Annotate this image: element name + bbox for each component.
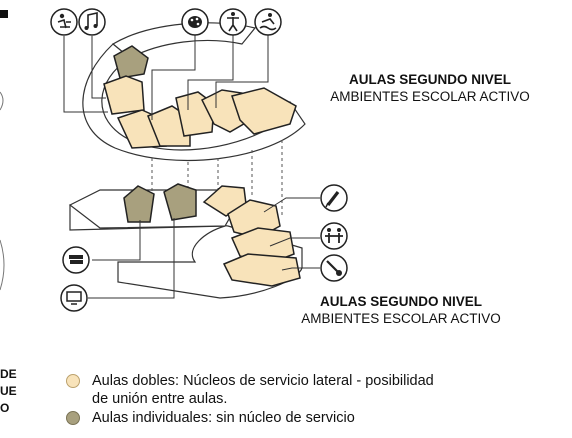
label-bottom-subtitle: AMBIENTES ESCOLAR ACTIVO [301, 311, 501, 326]
science-tool-icon [320, 254, 348, 282]
room-lower-dark-1 [123, 185, 155, 223]
left-edge-fragments [0, 10, 8, 291]
legend-swatch-dark [66, 411, 80, 425]
children-icon [320, 222, 348, 250]
legend-item-text: Aulas dobles: Núcleos de servicio latera… [92, 373, 434, 389]
label-bottom: AULAS SEGUNDO NIVEL AMBIENTES ESCOLAR AC… [296, 293, 506, 327]
legend: Aulas dobles: Núcleos de servicio latera… [66, 372, 572, 428]
room-lower-4 [222, 253, 301, 287]
computer-icon [60, 284, 88, 312]
legend-swatch-light [66, 374, 80, 388]
connector-lines [63, 34, 320, 299]
left-edge-text: DE UE O [0, 366, 17, 417]
room-upper-6 [231, 87, 297, 135]
left-edge-line: DE [0, 367, 17, 381]
room-upper-1 [103, 75, 145, 115]
music-note-icon [78, 8, 106, 36]
pencil-icon [320, 184, 348, 212]
upper-floor-slab [82, 22, 306, 162]
left-edge-line: O [0, 401, 10, 415]
reading-student-icon [50, 8, 78, 36]
label-bottom-title: AULAS SEGUNDO NIVEL [319, 294, 482, 309]
books-icon [62, 246, 90, 274]
label-top: AULAS SEGUNDO NIVEL AMBIENTES ESCOLAR AC… [285, 71, 572, 105]
legend-item-single-rooms: Aulas individuales: sin núcleo de servic… [66, 409, 572, 427]
room-lower-dark-2 [163, 183, 197, 221]
legend-item-text-cont: de unión entre aulas. [92, 391, 228, 407]
legend-item-double-rooms: Aulas dobles: Núcleos de servicio latera… [66, 372, 572, 408]
dance-figure-icon [219, 8, 247, 36]
label-top-subtitle: AMBIENTES ESCOLAR ACTIVO [330, 89, 530, 104]
left-edge-line: UE [0, 384, 17, 398]
upper-rooms [103, 45, 297, 149]
swimming-icon [254, 8, 282, 36]
legend-item-text: Aulas individuales: sin núcleo de servic… [92, 410, 355, 426]
room-upper-dark [113, 45, 149, 79]
label-top-title: AULAS SEGUNDO NIVEL [348, 72, 511, 87]
art-palette-icon [181, 8, 209, 36]
